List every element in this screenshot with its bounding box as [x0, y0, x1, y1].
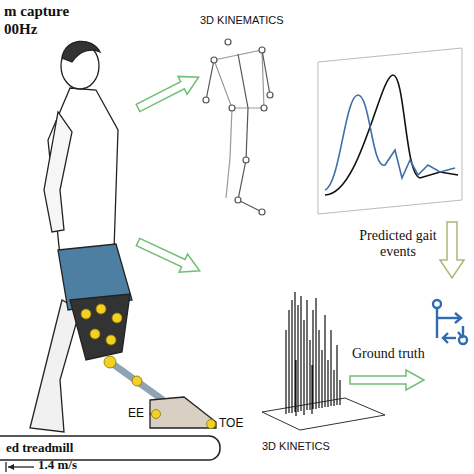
motion-marker [90, 329, 100, 339]
walker-figure [44, 112, 72, 232]
kinematic-model [262, 50, 270, 95]
kinematic-model [259, 209, 265, 215]
speed-arrow [6, 462, 34, 472]
force-plot [262, 398, 385, 430]
flow-icon [433, 300, 441, 308]
arrow-label: Predicted gait events [352, 228, 444, 260]
kinematic-model [261, 105, 267, 111]
device-label: ed treadmill [4, 441, 75, 456]
speed-arrow [8, 464, 14, 470]
motion-marker [81, 304, 216, 429]
speed-label: 1.4 m/s [38, 458, 77, 473]
treadmill [0, 436, 220, 460]
title-text: m capture [4, 3, 69, 20]
kinematic-model [203, 97, 209, 103]
motion-marker [104, 356, 116, 368]
motion-marker [132, 376, 142, 386]
kinematic-model [238, 54, 262, 212]
flow-icon [455, 313, 461, 323]
signal-plot [318, 48, 462, 214]
flow-icon [458, 332, 463, 338]
leader-line [149, 414, 151, 415]
motion-marker [152, 410, 161, 419]
signal-plot [325, 95, 455, 190]
prediction-arrow [440, 222, 464, 278]
walker-figure [150, 397, 216, 428]
kinematic-model [259, 47, 265, 53]
walker-figure [30, 300, 80, 432]
walker-figure [70, 294, 130, 360]
kinematic-model [235, 197, 241, 203]
flow-icon [436, 309, 438, 338]
kinematic-model [229, 105, 235, 111]
kinematic-model [226, 108, 232, 198]
arrow-label: Ground truth [352, 346, 425, 362]
motion-marker [112, 313, 122, 323]
kinematic-model [206, 60, 214, 100]
motion-marker [81, 309, 91, 319]
walker-figure [30, 41, 216, 432]
marker-label: EE [128, 407, 144, 421]
flow-arrow [133, 68, 203, 117]
motion-marker [207, 420, 216, 429]
flow-icon [462, 326, 464, 335]
motion-marker [106, 335, 116, 345]
treadmill [0, 436, 220, 460]
walker-figure [110, 362, 163, 400]
kinematic-model [243, 157, 249, 163]
force-plot [286, 292, 340, 416]
panel-title: 3D KINEMATICS [200, 14, 284, 27]
marker-label: TOE [219, 417, 243, 431]
kinematic-model [267, 92, 273, 98]
leader-line [149, 414, 151, 415]
flow-icon [433, 300, 467, 344]
walker-figure [62, 41, 100, 62]
panel-title: 3D KINETICS [262, 440, 330, 453]
motion-marker [96, 304, 106, 314]
speed-arrow [5, 462, 6, 472]
signal-plot [318, 48, 462, 214]
kinematic-model [225, 39, 231, 45]
flow-icon [437, 317, 460, 319]
flow-arrow [134, 233, 204, 280]
flow-icon [443, 333, 448, 343]
kinematic-model [211, 57, 217, 63]
kinematic-model [203, 39, 273, 215]
flow-arrow [350, 370, 424, 390]
signal-plot [325, 75, 458, 195]
prediction-arrow [440, 222, 464, 278]
rate-text: 00Hz [4, 21, 37, 38]
